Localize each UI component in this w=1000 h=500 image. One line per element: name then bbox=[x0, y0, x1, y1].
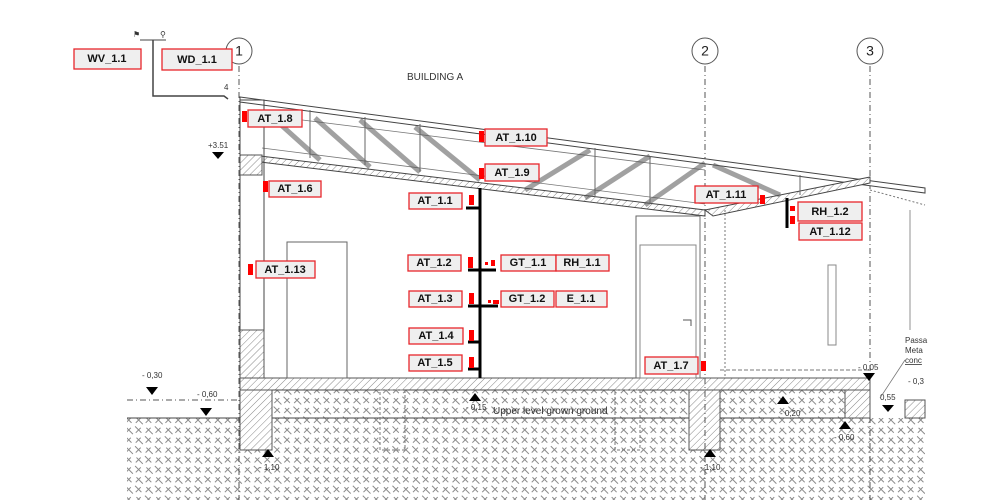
svg-text:WD_1.1: WD_1.1 bbox=[177, 54, 217, 66]
wind-vane-icon: ⚑ bbox=[133, 30, 140, 39]
sensor-label-at-1-10: AT_1.10 bbox=[484, 128, 548, 147]
svg-text:AT_1.6: AT_1.6 bbox=[277, 183, 312, 195]
elevation-label: - 0,20 bbox=[780, 409, 801, 418]
sensor-label-rh-1-1: RH_1.1 bbox=[555, 254, 610, 272]
svg-text:WV_1.1: WV_1.1 bbox=[87, 53, 126, 65]
elevation-label: - 0,30 bbox=[142, 371, 163, 380]
elevation-label: - 1,10 bbox=[700, 463, 721, 472]
level-down-triangle-icon bbox=[200, 408, 212, 416]
building-title: BUILDING A bbox=[407, 72, 463, 83]
svg-text:AT_1.2: AT_1.2 bbox=[416, 257, 451, 269]
elevation-markers: +3.51 - 0,30 - 0,60 - 0,15 Upper level g… bbox=[142, 141, 928, 472]
grid-axis-3: 3 bbox=[856, 37, 884, 500]
elevation-label: +3.51 bbox=[208, 141, 229, 150]
sensor-label-at-1-9: AT_1.9 bbox=[484, 163, 540, 182]
grid-axis-label: 3 bbox=[866, 43, 874, 59]
sensor-label-at-1-12: AT_1.12 bbox=[798, 222, 863, 241]
sensor-label-at-1-3: AT_1.3 bbox=[408, 290, 463, 308]
ground bbox=[127, 377, 926, 500]
elevation-label: - 1,10 bbox=[259, 463, 280, 472]
level-down-triangle-icon bbox=[863, 373, 875, 381]
sensor-label-at-1-5: AT_1.5 bbox=[408, 354, 463, 372]
note-text: Meta bbox=[905, 346, 923, 355]
elevation-label: - 0,60 bbox=[197, 390, 218, 399]
sensor-label-gt-1-1: GT_1.1 bbox=[500, 254, 557, 272]
level-up-triangle-icon bbox=[262, 449, 274, 457]
level-up-triangle-icon bbox=[777, 396, 789, 404]
elevation-label: - 0,05 bbox=[858, 363, 879, 372]
svg-text:AT_1.7: AT_1.7 bbox=[653, 360, 688, 372]
sensor-label-at-1-4: AT_1.4 bbox=[408, 327, 464, 345]
elevation-label: - 0,60 bbox=[834, 433, 855, 442]
svg-text:AT_1.12: AT_1.12 bbox=[809, 226, 850, 238]
ground-note: Upper level grown ground bbox=[493, 406, 608, 417]
svg-text:AT_1.5: AT_1.5 bbox=[417, 357, 452, 369]
sensor-label-at-1-1: AT_1.1 bbox=[408, 192, 463, 210]
level-down-triangle-icon bbox=[882, 405, 894, 412]
sensor-label-at-1-7: AT_1.7 bbox=[644, 356, 699, 375]
elevation-label: - 0,15 bbox=[466, 403, 487, 412]
grid-axis-2: 2 bbox=[691, 37, 719, 500]
sensor-label-wd-1-1: WD_1.1 bbox=[161, 48, 233, 71]
svg-text:AT_1.4: AT_1.4 bbox=[418, 330, 454, 342]
svg-text:RH_1.2: RH_1.2 bbox=[811, 206, 848, 218]
grid-axis-label: 2 bbox=[701, 43, 709, 59]
sensor-pole bbox=[466, 188, 789, 378]
sensor-markers bbox=[242, 111, 795, 371]
svg-text:AT_1.10: AT_1.10 bbox=[495, 132, 536, 144]
level-down-triangle-icon bbox=[212, 152, 224, 159]
sensor-label-rh-1-2: RH_1.2 bbox=[797, 201, 863, 222]
anemometer-icon: ⚲ bbox=[160, 30, 166, 39]
sensor-label-at-1-8: AT_1.8 bbox=[247, 109, 303, 128]
level-up-triangle-icon bbox=[469, 393, 481, 401]
sensor-label-at-1-6: AT_1.6 bbox=[268, 180, 322, 198]
svg-text:E_1.1: E_1.1 bbox=[567, 293, 596, 305]
svg-text:AT_1.11: AT_1.11 bbox=[706, 189, 747, 201]
sensor-label-e-1-1: E_1.1 bbox=[555, 290, 608, 308]
svg-text:AT_1.1: AT_1.1 bbox=[417, 195, 452, 207]
weather-mast: ⚑ ⚲ 4 bbox=[133, 30, 229, 100]
svg-text:AT_1.9: AT_1.9 bbox=[494, 167, 529, 179]
level-up-triangle-icon bbox=[704, 449, 716, 457]
svg-text:AT_1.3: AT_1.3 bbox=[417, 293, 452, 305]
sensor-label-gt-1-2: GT_1.2 bbox=[500, 290, 555, 308]
level-up-triangle-icon bbox=[839, 421, 851, 429]
door-handle-icon bbox=[683, 319, 692, 326]
sensor-label-wv-1-1: WV_1.1 bbox=[73, 48, 142, 70]
level-down-triangle-icon bbox=[146, 387, 158, 395]
svg-text:AT_1.8: AT_1.8 bbox=[257, 113, 292, 125]
walls bbox=[239, 99, 926, 379]
dimension-4: 4 bbox=[224, 83, 229, 92]
svg-text:GT_1.1: GT_1.1 bbox=[510, 257, 547, 269]
sensor-label-at-1-2: AT_1.2 bbox=[407, 254, 462, 272]
note-text: conc bbox=[905, 356, 922, 365]
svg-text:RH_1.1: RH_1.1 bbox=[563, 257, 600, 269]
elevation-label: 0,55 bbox=[880, 393, 896, 402]
roof-truss bbox=[239, 96, 926, 217]
grid-axis-label: 1 bbox=[235, 43, 243, 59]
sensor-label-at-1-13: AT_1.13 bbox=[255, 260, 316, 279]
elevation-label: - 0,3 bbox=[908, 377, 925, 386]
note-text: Passa bbox=[905, 336, 928, 345]
svg-text:AT_1.13: AT_1.13 bbox=[264, 264, 305, 276]
sensor-label-at-1-11: AT_1.11 bbox=[694, 185, 759, 204]
svg-text:GT_1.2: GT_1.2 bbox=[509, 293, 546, 305]
